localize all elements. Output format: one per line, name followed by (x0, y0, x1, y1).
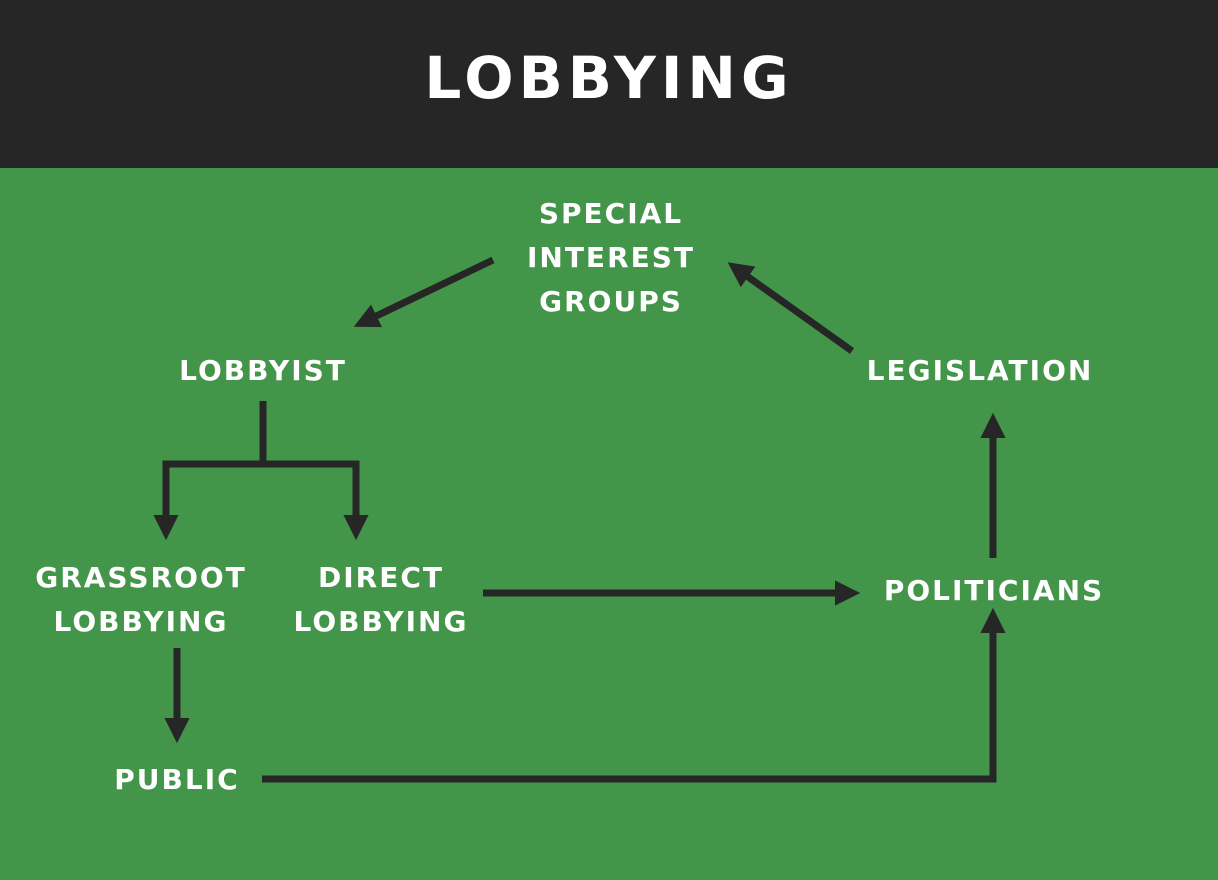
node-label-line: LOBBYIST (179, 354, 347, 387)
node-lobbyist: LOBBYIST (179, 349, 347, 393)
arrows-layer (153, 256, 1006, 783)
node-label-line: POLITICIANS (883, 574, 1105, 607)
node-grassroot-lobbying: GRASSROOT LOBBYING (35, 556, 247, 644)
node-special-interest-groups: SPECIAL INTEREST GROUPS (527, 192, 695, 324)
node-label-line: GROUPS (539, 285, 683, 318)
node-label-line: DIRECT (317, 561, 444, 594)
node-label-line: GRASSROOT (35, 561, 247, 594)
edge-public-to-politicians (262, 607, 1006, 783)
edge-sig-to-lobbyist (353, 256, 495, 328)
node-direct-lobbying: DIRECT LOBBYING (294, 556, 469, 644)
node-label-line: INTEREST (526, 241, 696, 274)
edge-legislation-to-sig (727, 262, 855, 354)
node-public: PUBLIC (114, 758, 239, 802)
edge-lobbyist-to-direct (263, 460, 369, 541)
page-title: LOBBYING (424, 44, 794, 112)
node-label-line: PUBLIC (114, 763, 240, 796)
node-label-line: LOBBYING (53, 605, 229, 638)
node-legislation: LEGISLATION (867, 349, 1094, 393)
diagram-area: SPECIAL INTEREST GROUPS LOBBYIST LEGISLA… (0, 168, 1218, 880)
header-bar: LOBBYING (0, 0, 1218, 168)
node-label-line: SPECIAL (538, 197, 684, 230)
node-label-line: LOBBYING (293, 605, 469, 638)
node-label-line: LEGISLATION (866, 354, 1094, 387)
edge-lobbyist-to-grassroot (153, 401, 267, 541)
node-politicians: POLITICIANS (884, 569, 1104, 613)
